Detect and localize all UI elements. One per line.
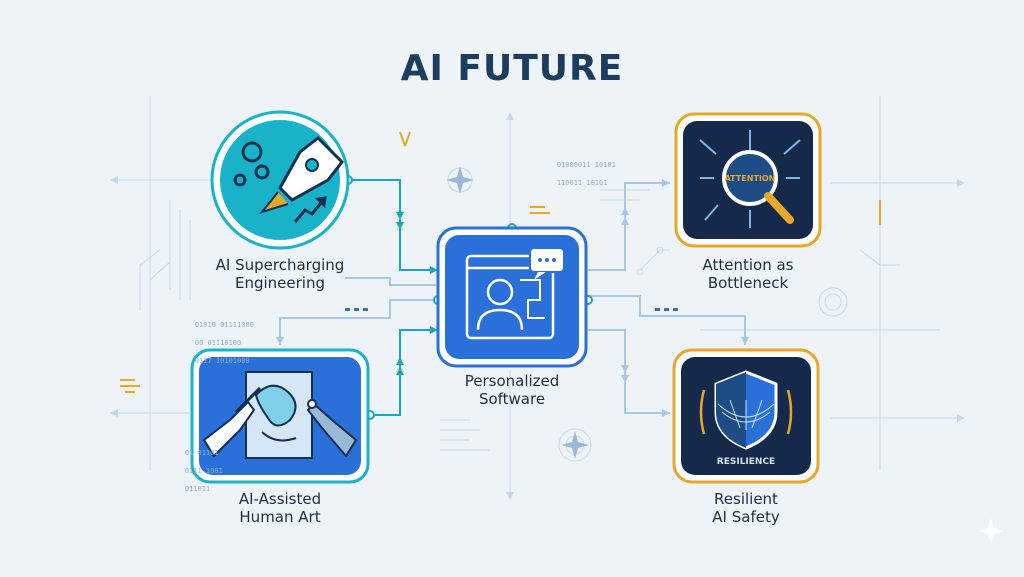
background-arrowheads (110, 112, 965, 500)
label-line: Resilient (714, 490, 778, 508)
safety-net-icon (717, 399, 775, 430)
resilience-tag: RESILIENCE (717, 457, 775, 467)
accent-bars (120, 131, 881, 393)
bounce-arrows-icon (699, 389, 793, 435)
rocket-icon (259, 136, 344, 214)
binary-line: 01 01101 (184, 449, 219, 457)
node-personalized[interactable] (436, 226, 588, 368)
label-line: AI-Assisted (238, 490, 322, 508)
label-attention: Attention as Bottleneck (658, 256, 838, 292)
chat-bubble-icon (529, 247, 565, 280)
binary-text-top: 01000011 10101 110011 10101 (540, 152, 616, 197)
label-line: Bottleneck (707, 274, 789, 292)
label-personalized: Personalized Software (422, 372, 602, 408)
node-art[interactable] (190, 348, 370, 484)
binary-line: 01010 01111000 (194, 321, 254, 329)
binary-line: 01000011 10101 (556, 161, 616, 169)
binary-line: 011011 (184, 485, 211, 493)
node-safety[interactable]: RESILIENCE (672, 348, 820, 484)
background-circuit-lines (110, 96, 960, 498)
connectors-secondary (279, 182, 746, 414)
robot-hand-icon (306, 399, 358, 458)
secondary-arrowheads (276, 179, 749, 417)
inward-arrows-icon (699, 130, 801, 228)
label-line: Engineering (235, 274, 325, 292)
binary-line: 0111 1001 (184, 467, 223, 475)
binary-line: 00 01110100 (194, 339, 242, 347)
node-engineering[interactable] (210, 110, 350, 250)
binary-line: 0117 10101000 (194, 357, 250, 365)
label-line: Human Art (239, 508, 321, 526)
page-title: AI FUTURE (400, 48, 624, 89)
label-line: Personalized (464, 372, 560, 390)
connector-arrowheads (396, 212, 438, 375)
label-line: AI Safety (712, 508, 780, 526)
magnifier-icon (722, 150, 794, 224)
sparkle-icon (978, 518, 1004, 544)
compass-star-icon (446, 166, 589, 459)
user-profile-icon (476, 278, 524, 331)
label-art: AI-Assisted Human Art (190, 490, 370, 526)
binary-text-bottom: 01 01101 0111 1001 011011 (168, 440, 223, 503)
canvas-icon (245, 371, 313, 459)
binary-text-left: 01010 01111000 00 01110100 0117 10101000 (178, 312, 254, 375)
label-line: Attention as (702, 256, 794, 274)
human-hand-icon (202, 386, 262, 458)
growth-chart-icon (293, 196, 327, 223)
puzzle-icon (520, 279, 545, 319)
label-engineering: AI Supercharging Engineering (190, 256, 370, 292)
gear-icon (233, 141, 270, 187)
binary-line: 110011 10101 (556, 179, 608, 187)
label-safety: Resilient AI Safety (656, 490, 836, 526)
attention-tag: ATTENTION (725, 174, 776, 183)
label-line: AI Supercharging (215, 256, 345, 274)
dash-marks (345, 308, 678, 311)
node-attention[interactable]: ATTENTION (674, 112, 822, 248)
label-line: Software (478, 390, 546, 408)
